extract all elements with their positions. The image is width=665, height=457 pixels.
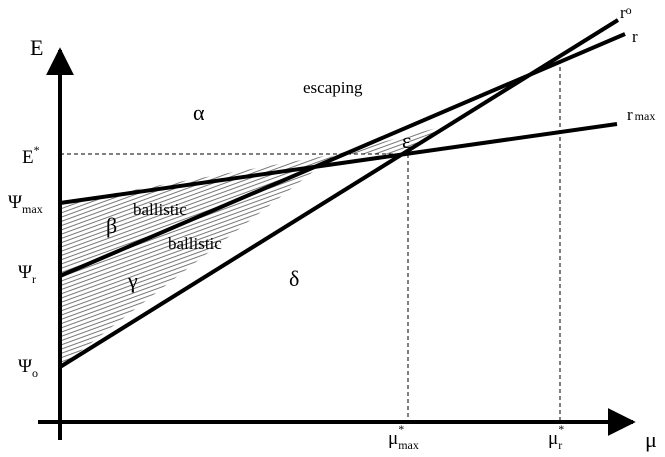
line-label-r-o: ro <box>620 3 632 22</box>
ballistic-label-upper: ballistic <box>133 200 187 219</box>
region-beta-gamma-hatch <box>60 154 336 367</box>
y-tick-psi-o: Ψo <box>18 356 38 380</box>
line-label-r: r <box>632 27 638 46</box>
x-axis-label: μ <box>645 427 657 452</box>
y-tick-psi-r: Ψr <box>18 262 36 286</box>
line-r-max <box>59 122 618 205</box>
escaping-label: escaping <box>303 78 363 97</box>
region-delta: δ <box>289 266 299 291</box>
x-tick-mu-max-star: μ*max <box>388 422 419 452</box>
line-r-o <box>58 18 620 369</box>
y-tick-e-star: E* <box>22 143 40 168</box>
y-tick-psi-max: Ψmax <box>8 192 43 216</box>
x-tick-mu-r-star: μ*r <box>548 422 564 452</box>
region-beta: β <box>106 213 117 238</box>
y-axis-label: E <box>30 35 43 60</box>
region-gamma: γ <box>127 268 138 293</box>
region-alpha: α <box>193 100 205 125</box>
region-epsilon: ε <box>402 128 411 153</box>
ballistic-label-lower: ballistic <box>168 234 222 253</box>
